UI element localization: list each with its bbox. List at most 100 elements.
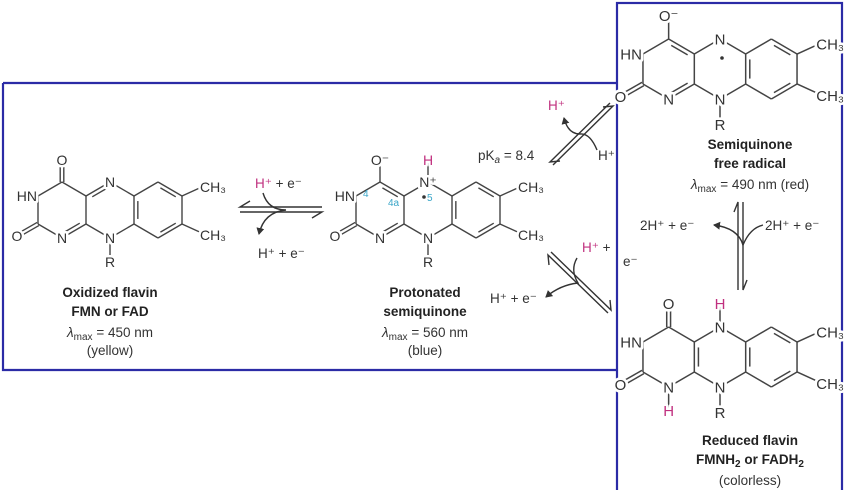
- bond: [642, 326, 670, 343]
- bond: [670, 44, 689, 56]
- bond: [478, 187, 495, 198]
- bond: [37, 181, 63, 197]
- bond: [61, 223, 87, 239]
- radical-dot: [720, 56, 724, 60]
- bond: [85, 181, 111, 197]
- bond: [619, 369, 643, 384]
- atom-label-o4: O: [57, 152, 68, 168]
- atom-label-n1: N: [663, 379, 674, 396]
- atom-label-me8: CH₃: [518, 227, 544, 243]
- svg-text:Oxidized flavin: Oxidized flavin: [62, 285, 157, 300]
- atom-label-n5: N: [715, 31, 726, 48]
- bond: [719, 83, 747, 100]
- bond: [499, 185, 523, 197]
- left-frame: [1, 81, 617, 372]
- bond: [668, 371, 695, 388]
- bond: [181, 185, 205, 197]
- svg-text:semiquinone: semiquinone: [383, 304, 467, 319]
- locant-4a: 4a: [388, 198, 400, 209]
- bond: [37, 223, 63, 239]
- bond: [668, 38, 695, 55]
- bond: [773, 370, 791, 382]
- atom-label-h1: H: [663, 403, 674, 420]
- atom-label-me7: CH₃: [200, 179, 226, 195]
- bond: [403, 223, 429, 239]
- atom-label-o4: O⁻: [371, 152, 389, 168]
- svg-text:λmax = 560 nm: λmax = 560 nm: [381, 325, 468, 343]
- svg-text:(yellow): (yellow): [87, 343, 134, 358]
- atom-label-r: R: [715, 405, 726, 422]
- bond: [770, 83, 798, 100]
- bond: [379, 181, 405, 197]
- atom-label-o4: O: [663, 296, 675, 313]
- right-frame: [615, 1, 844, 490]
- bond: [133, 223, 159, 239]
- svg-text:free radical: free radical: [714, 156, 786, 171]
- bond: [642, 83, 670, 100]
- bond: [475, 181, 501, 197]
- bond: [355, 223, 381, 239]
- atom-label-me7: CH₃: [816, 325, 844, 342]
- bond: [109, 181, 135, 197]
- bond: [719, 38, 747, 55]
- bond: [770, 38, 798, 55]
- equilibrium-arrow-ox-prot: [237, 192, 325, 235]
- atom-label-me7: CH₃: [816, 37, 844, 54]
- svg-text:FMNH2 or FADH2: FMNH2 or FADH2: [696, 452, 804, 470]
- bond: [693, 371, 721, 388]
- bond: [619, 81, 643, 96]
- bond: [181, 223, 205, 235]
- locant-4: 4: [363, 189, 369, 200]
- bond: [745, 371, 772, 388]
- bond: [796, 371, 821, 384]
- caption-reduced: Reduced flavin FMNH2 or FADH2 (colorless…: [696, 433, 804, 488]
- atom-label-o4: O⁻: [659, 8, 679, 25]
- caption-radical: Semiquinone free radical λmax = 490 nm (…: [690, 137, 809, 195]
- bond: [403, 181, 429, 197]
- bond: [335, 224, 358, 239]
- bond: [670, 82, 689, 94]
- bond: [719, 326, 747, 343]
- reagent-vert-right: 2H⁺ + e⁻: [765, 218, 819, 233]
- bond: [91, 187, 108, 198]
- bond: [499, 223, 523, 235]
- atom-label-h5: H: [423, 152, 433, 168]
- equilibrium-arrow-prot-red: [545, 251, 612, 314]
- equilibrium-arrow-rad-red: [713, 201, 764, 291]
- atom-label-o2: O: [615, 89, 627, 106]
- bond: [719, 371, 747, 388]
- bond: [796, 42, 821, 55]
- bond: [157, 223, 183, 239]
- atom-label-n10: N: [423, 230, 433, 246]
- atom-label-n3: HN: [335, 188, 355, 204]
- atom-label-n5: N⁺: [419, 174, 437, 190]
- atom-label-n5: N: [715, 319, 726, 336]
- atom-label-n3: HN: [620, 334, 642, 351]
- atom-label-h5: H: [715, 296, 726, 313]
- bond: [160, 222, 177, 233]
- bond: [773, 332, 791, 344]
- atom-label-o2: O: [615, 377, 627, 394]
- atom-label-r: R: [105, 254, 115, 270]
- bond: [642, 371, 670, 388]
- svg-text:(blue): (blue): [408, 343, 443, 358]
- reagent-low-in: H⁺ +: [582, 240, 611, 255]
- reagent-low-e: e⁻: [623, 254, 638, 269]
- bond: [745, 38, 772, 55]
- bond: [85, 223, 111, 239]
- atom-label-o2: O: [12, 228, 23, 244]
- atom-label-n3: HN: [17, 188, 37, 204]
- caption-protonated: Protonated semiquinone λmax = 560 nm (bl…: [381, 285, 468, 358]
- bond: [796, 330, 821, 343]
- atom-label-me8: CH₃: [816, 376, 844, 393]
- bond: [427, 223, 453, 239]
- reagent-ox-bottom: H⁺ + e⁻: [258, 246, 305, 261]
- radical-dot: [422, 195, 426, 199]
- svg-text:Semiquinone: Semiquinone: [708, 137, 793, 152]
- bond: [693, 326, 721, 343]
- atom-label-n1: N: [663, 91, 674, 108]
- bond: [773, 44, 791, 56]
- bond: [17, 224, 40, 239]
- caption-oxidized: Oxidized flavin FMN or FAD λmax = 450 nm…: [62, 285, 157, 358]
